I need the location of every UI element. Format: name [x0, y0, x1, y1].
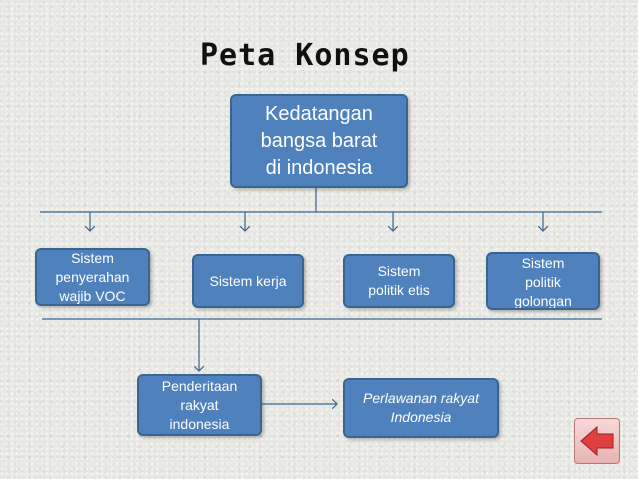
system-node-kerja: Sistem kerja [192, 254, 304, 308]
system-node-voc: Sistem penyerahan wajib VOC [35, 248, 150, 306]
effect-node-penderitaan: Penderitaan rakyat indonesia [137, 374, 262, 436]
system-node-etis: Sistem politik etis [343, 254, 455, 308]
back-button[interactable] [574, 418, 620, 464]
root-node: Kedatangan bangsa barat di indonesia [230, 94, 408, 188]
page-title: Peta Konsep [200, 38, 410, 73]
effect-node-perlawanan: Perlawanan rakyat Indonesia [343, 378, 499, 438]
system-node-liberal: Sistem politik golongan liberal [486, 252, 600, 310]
left-arrow-icon [580, 425, 614, 457]
